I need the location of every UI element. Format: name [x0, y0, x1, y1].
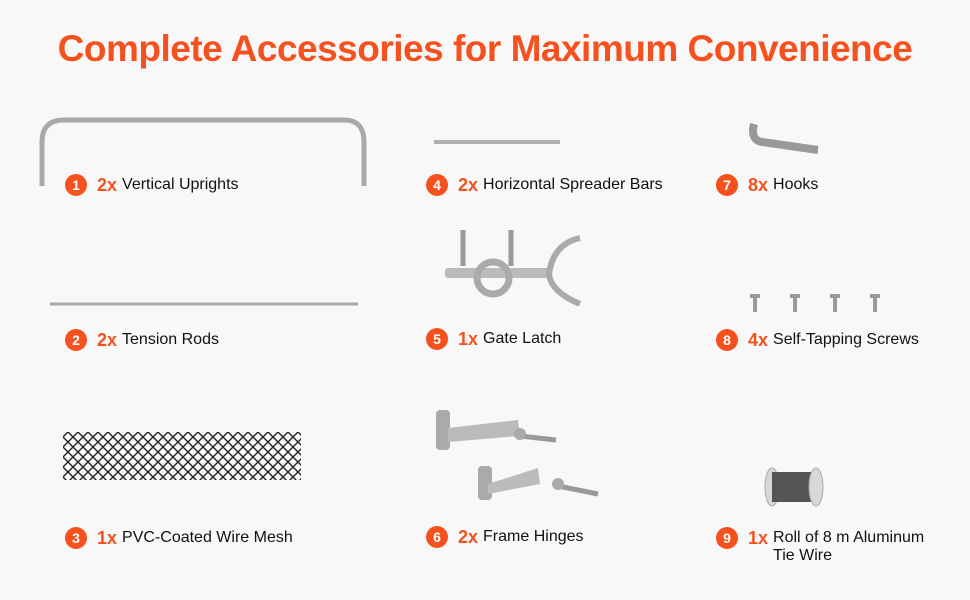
item-quantity: 4x — [748, 330, 769, 350]
item-name: Hooks — [773, 176, 819, 193]
item-number-badge: 3 — [65, 527, 87, 549]
vertical-uprights-image — [39, 117, 367, 186]
item-quantity: 8x — [748, 175, 769, 195]
item-number-badge: 9 — [716, 527, 738, 549]
item-quantity: 1x — [97, 528, 118, 548]
item-name: Gate Latch — [483, 330, 562, 347]
item-quantity: 2x — [97, 175, 118, 195]
item-quantity: 2x — [458, 527, 479, 547]
item-number-badge: 1 — [65, 174, 87, 196]
item-number-badge: 8 — [716, 329, 738, 351]
item-number-badge: 4 — [426, 174, 448, 196]
item-quantity: 2x — [97, 330, 118, 350]
item-name: Self-Tapping Screws — [773, 331, 919, 348]
item-name: Vertical Uprights — [122, 176, 239, 193]
item-name: Frame Hinges — [483, 528, 584, 545]
item-name-line-2: Tie Wire — [773, 547, 832, 564]
item-number-badge: 7 — [716, 174, 738, 196]
gate-latch-image — [445, 230, 582, 306]
item-name: Horizontal Spreader Bars — [483, 176, 663, 193]
spreader-bars-image — [434, 140, 560, 144]
hooks-image — [749, 123, 819, 154]
item-name: Tension Rods — [122, 331, 219, 348]
frame-hinges-image — [436, 410, 599, 500]
wire-mesh-image — [63, 432, 301, 480]
page-title: Complete Accessories for Maximum Conveni… — [57, 28, 913, 69]
tie-wire-roll-image — [764, 467, 824, 507]
item-name: PVC-Coated Wire Mesh — [122, 529, 293, 546]
tension-rods-image — [50, 302, 358, 306]
item-number-badge: 6 — [426, 526, 448, 548]
item-quantity: 1x — [748, 528, 769, 548]
item-name-line-1: Roll of 8 m Aluminum — [773, 529, 925, 546]
item-number-badge: 5 — [426, 328, 448, 350]
item-quantity: 2x — [458, 175, 479, 195]
item-number-badge: 2 — [65, 329, 87, 351]
screws-image — [750, 294, 880, 312]
item-quantity: 1x — [458, 329, 479, 349]
